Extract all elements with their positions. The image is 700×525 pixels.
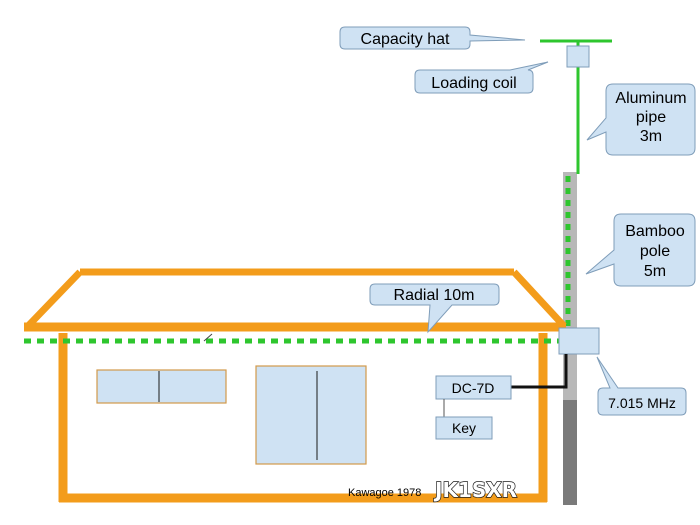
radial-label: Radial 10m <box>394 287 475 304</box>
key-label: Key <box>452 420 476 436</box>
transceiver-box <box>435 375 512 400</box>
bamboo-pole-line3: 5m <box>644 263 666 280</box>
aluminum-pipe-line3: 3m <box>640 128 662 145</box>
aluminum-pipe-line2: pipe <box>636 109 666 126</box>
callout-radial: Radial 10m <box>369 283 500 334</box>
callout-loading-coil: Loading coil <box>414 61 549 94</box>
aluminum-pipe-line1: Aluminum <box>615 90 686 107</box>
callout-aluminum-pipe: Aluminum pipe 3m <box>586 83 696 156</box>
roof-left-slope <box>25 269 83 329</box>
callout-capacity-hat: Capacity hat <box>339 26 526 50</box>
transceiver-label: DC-7D <box>452 380 495 396</box>
bamboo-pole-line1: Bamboo <box>625 223 685 240</box>
loading-coil-icon <box>566 45 590 68</box>
radial-tick <box>203 333 213 342</box>
capacity-hat-label: Capacity hat <box>361 31 450 48</box>
callout-frequency: 7.015 MHz <box>596 356 687 416</box>
frequency-label: 7.015 MHz <box>608 395 676 411</box>
house <box>24 268 567 503</box>
location-year-text: Kawagoe 1978 <box>348 487 421 499</box>
matching-box-icon <box>558 327 600 355</box>
loading-coil-label: Loading coil <box>431 75 516 92</box>
key-box <box>435 416 493 440</box>
roof-right-slope <box>511 269 567 329</box>
callout-bamboo-pole: Bamboo pole 5m <box>585 213 696 287</box>
window-right <box>255 365 367 465</box>
bamboo-pole-lower <box>563 400 577 505</box>
callsign-text: JK1SXR <box>433 478 517 502</box>
window-left <box>96 369 227 404</box>
feed-line <box>511 354 568 389</box>
bamboo-pole-line2: pole <box>640 243 670 260</box>
